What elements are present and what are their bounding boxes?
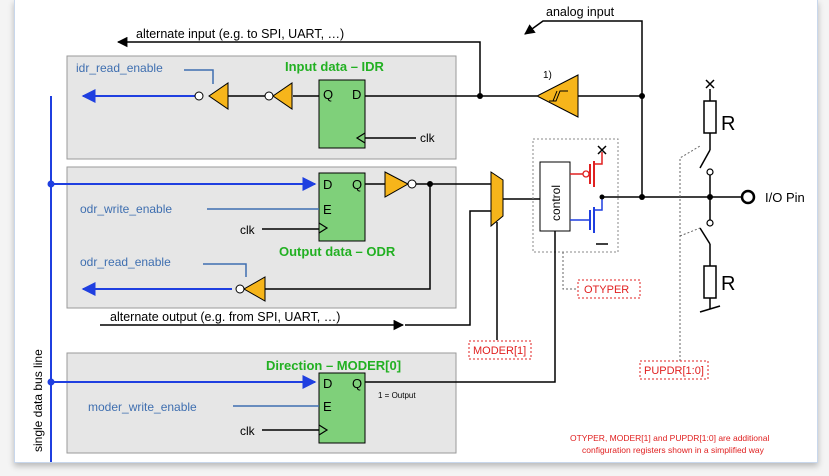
odr-output-buffer <box>384 171 410 198</box>
io-pin-circle <box>740 189 756 205</box>
pull-down-switch <box>699 227 711 245</box>
output-multiplexer <box>490 171 504 228</box>
analog-input-wire <box>524 20 643 196</box>
odr-ff-clk-triangle <box>318 222 329 234</box>
input-data-title: Input data – IDR <box>285 59 385 74</box>
odr-output-bubble <box>407 179 417 189</box>
control-label: control <box>549 185 563 221</box>
idr-ff-q-label: Q <box>323 87 333 102</box>
idr-read-enable-label: idr_read_enable <box>76 61 163 75</box>
odr-read-enable-label: odr_read_enable <box>80 255 171 269</box>
bus-junction-odr <box>47 180 55 188</box>
moder-ff-q-label: Q <box>352 376 362 391</box>
moder-write-enable-label: moder_write_enable <box>88 400 197 414</box>
pull-up-supply-cross-icon <box>705 79 715 89</box>
idr-flip-flop <box>318 79 366 149</box>
alt-output-to-mux-wire <box>405 210 491 326</box>
direction-title: Direction – MODER[0] <box>266 358 401 373</box>
pull-down-switch-contact <box>706 219 714 227</box>
alternate-input-label: alternate input (e.g. to SPI, UART, …) <box>136 27 344 41</box>
pull-up-resistor <box>703 100 717 134</box>
control-block <box>539 161 571 232</box>
junction-analog <box>639 93 645 99</box>
odr-flip-flop <box>318 172 366 242</box>
moder-ff-d-label: D <box>323 376 332 391</box>
pull-down-ground-bar <box>699 305 721 313</box>
odr-feedback-wire <box>265 184 431 290</box>
pull-up-switch-contact <box>706 168 714 176</box>
pmos-drain-source <box>594 152 603 165</box>
idr-read-enable-wire <box>184 69 214 84</box>
io-pin-label: I/O Pin <box>765 190 805 205</box>
moder-ff-clk-triangle <box>318 424 329 436</box>
junction-alt-input <box>477 93 483 99</box>
idr-clk-label: clk <box>420 131 436 145</box>
output-driver-dotted-box <box>532 138 619 253</box>
footnote-line-2: configuration registers shown in a simpl… <box>582 445 765 455</box>
footnote-line-1: OTYPER, MODER[1] and PUPDR[1:0] are addi… <box>570 433 769 443</box>
one-output-note: 1 = Output <box>378 391 416 400</box>
odr-read-tristate-bubble <box>235 284 245 294</box>
pupdr-tag <box>639 360 709 380</box>
idr-panel <box>66 55 457 160</box>
pmos-gate-bubble <box>582 170 590 178</box>
moder-clk-label: clk <box>240 424 256 438</box>
idr-ff-d-label: D <box>352 87 361 102</box>
odr-ff-q-label: Q <box>352 177 362 192</box>
alternate-input-wire <box>116 36 481 96</box>
pupdr-link-lower <box>679 227 701 237</box>
schmitt-note: 1) <box>543 70 552 81</box>
pmos-vdd-cross-icon <box>597 145 607 155</box>
idr-ff-clk-triangle <box>355 132 366 144</box>
moder1-label: MODER[1] <box>473 345 526 357</box>
output-data-title: Output data – ODR <box>279 244 396 259</box>
idr-tristate-bubble <box>194 91 204 101</box>
odr-read-tristate-buffer <box>242 276 266 302</box>
alternate-output-label: alternate output (e.g. from SPI, UART, …… <box>110 310 340 324</box>
pull-up-resistor-label: R <box>721 113 735 135</box>
pupdr-link-upper <box>679 145 701 361</box>
idr-tristate-buffer <box>208 82 229 110</box>
single-data-bus-line-label: single data bus line <box>31 349 45 452</box>
moder-flip-flop <box>318 372 366 444</box>
otyper-label: OTYPER <box>584 284 629 296</box>
odr-clk-label: clk <box>240 223 256 237</box>
pull-down-resistor-label: R <box>721 273 735 295</box>
moder1-tag <box>468 340 532 360</box>
odr-read-enable-wire <box>203 263 247 277</box>
pull-up-switch <box>699 149 711 169</box>
moder-panel <box>66 352 457 454</box>
schmitt-hysteresis-icon <box>549 90 568 102</box>
otyper-tag <box>577 279 641 299</box>
pull-down-resistor <box>703 265 717 299</box>
otyper-link <box>562 252 578 290</box>
moder-ff-e-label: E <box>323 399 332 414</box>
idr-buffer-1 <box>272 82 293 110</box>
odr-ff-d-label: D <box>323 177 332 192</box>
odr-ff-e-label: E <box>323 202 332 217</box>
odr-write-enable-label: odr_write_enable <box>80 202 172 216</box>
moder-q-to-control-wire <box>365 231 556 383</box>
analog-input-label: analog input <box>546 5 615 19</box>
pupdr-label: PUPDR[1:0] <box>644 365 704 377</box>
bus-junction-moder <box>47 378 55 386</box>
junction-pin-analog <box>639 194 645 200</box>
idr-buffer-1-bubble <box>264 91 274 101</box>
nmos-drain-source <box>594 197 603 211</box>
